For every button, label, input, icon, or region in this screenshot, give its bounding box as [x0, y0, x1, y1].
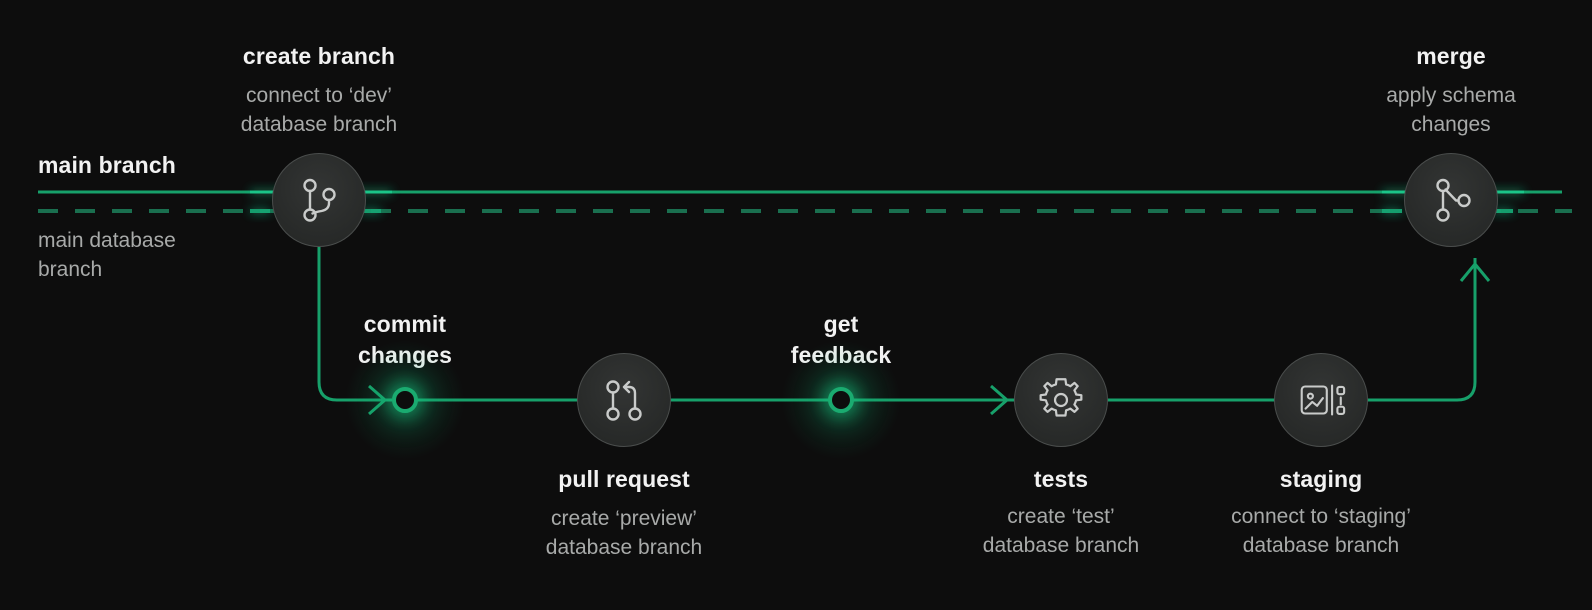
pull-request-subtitle-line1: create ‘preview’ — [551, 507, 697, 530]
gear-icon — [1034, 373, 1088, 427]
staging-preview-icon — [1294, 373, 1348, 427]
commit-changes-title-line1: commit — [363, 311, 447, 337]
merge-node[interactable] — [1404, 153, 1498, 247]
get-feedback-title-line1: get — [823, 311, 859, 337]
merge-title: merge — [1416, 43, 1486, 69]
staging-subtitle-line2: database branch — [1242, 534, 1400, 557]
pull-request-node[interactable] — [577, 353, 671, 447]
get-feedback-title-line2: feedback — [790, 342, 892, 368]
main-database-branch-label: main database branch — [38, 226, 176, 284]
tests-subtitle-line1: create ‘test’ — [1007, 505, 1115, 528]
merge-subtitle-line1: apply schema — [1386, 84, 1516, 107]
main-database-branch-label-line1: main database — [38, 229, 176, 252]
tests-subtitle: create ‘test’ database branch — [983, 502, 1139, 560]
commit-changes-node[interactable] — [392, 387, 418, 413]
create-branch-subtitle-line2: database branch — [240, 113, 398, 136]
merge-subtitle: apply schema changes — [1386, 81, 1516, 139]
create-branch-subtitle: connect to ‘dev’ database branch — [241, 81, 397, 139]
tests-node[interactable] — [1014, 353, 1108, 447]
tests-title: tests — [1033, 466, 1089, 492]
create-branch-title: create branch — [242, 43, 396, 69]
create-branch-subtitle-line1: connect to ‘dev’ — [246, 84, 392, 107]
staging-subtitle: connect to ‘staging’ database branch — [1231, 502, 1411, 560]
staging-title: staging — [1279, 466, 1363, 492]
main-database-branch-label-line2: branch — [38, 258, 103, 281]
git-merge-icon — [1423, 172, 1479, 228]
staging-node[interactable] — [1274, 353, 1368, 447]
staging-subtitle-line1: connect to ‘staging’ — [1231, 505, 1411, 528]
commit-changes-title-line2: changes — [357, 342, 453, 368]
merge-subtitle-line2: changes — [1411, 113, 1491, 136]
create-branch-node[interactable] — [272, 153, 366, 247]
pull-request-subtitle: create ‘preview’ database branch — [546, 504, 702, 562]
get-feedback-title: get feedback — [791, 309, 892, 371]
pull-request-title: pull request — [558, 466, 690, 492]
tests-subtitle-line2: database branch — [982, 534, 1140, 557]
git-branch-icon — [291, 172, 347, 228]
merge-in-arrowhead — [1459, 261, 1491, 282]
merge-in-connector — [1368, 258, 1477, 402]
pull-request-icon — [596, 372, 652, 428]
get-feedback-node[interactable] — [828, 387, 854, 413]
commit-changes-title: commit changes — [358, 309, 452, 371]
main-branch-label: main branch — [38, 152, 176, 178]
pull-request-subtitle-line2: database branch — [545, 536, 703, 559]
branch-out-connector — [317, 247, 392, 402]
branch-out-arrowhead — [368, 384, 388, 416]
